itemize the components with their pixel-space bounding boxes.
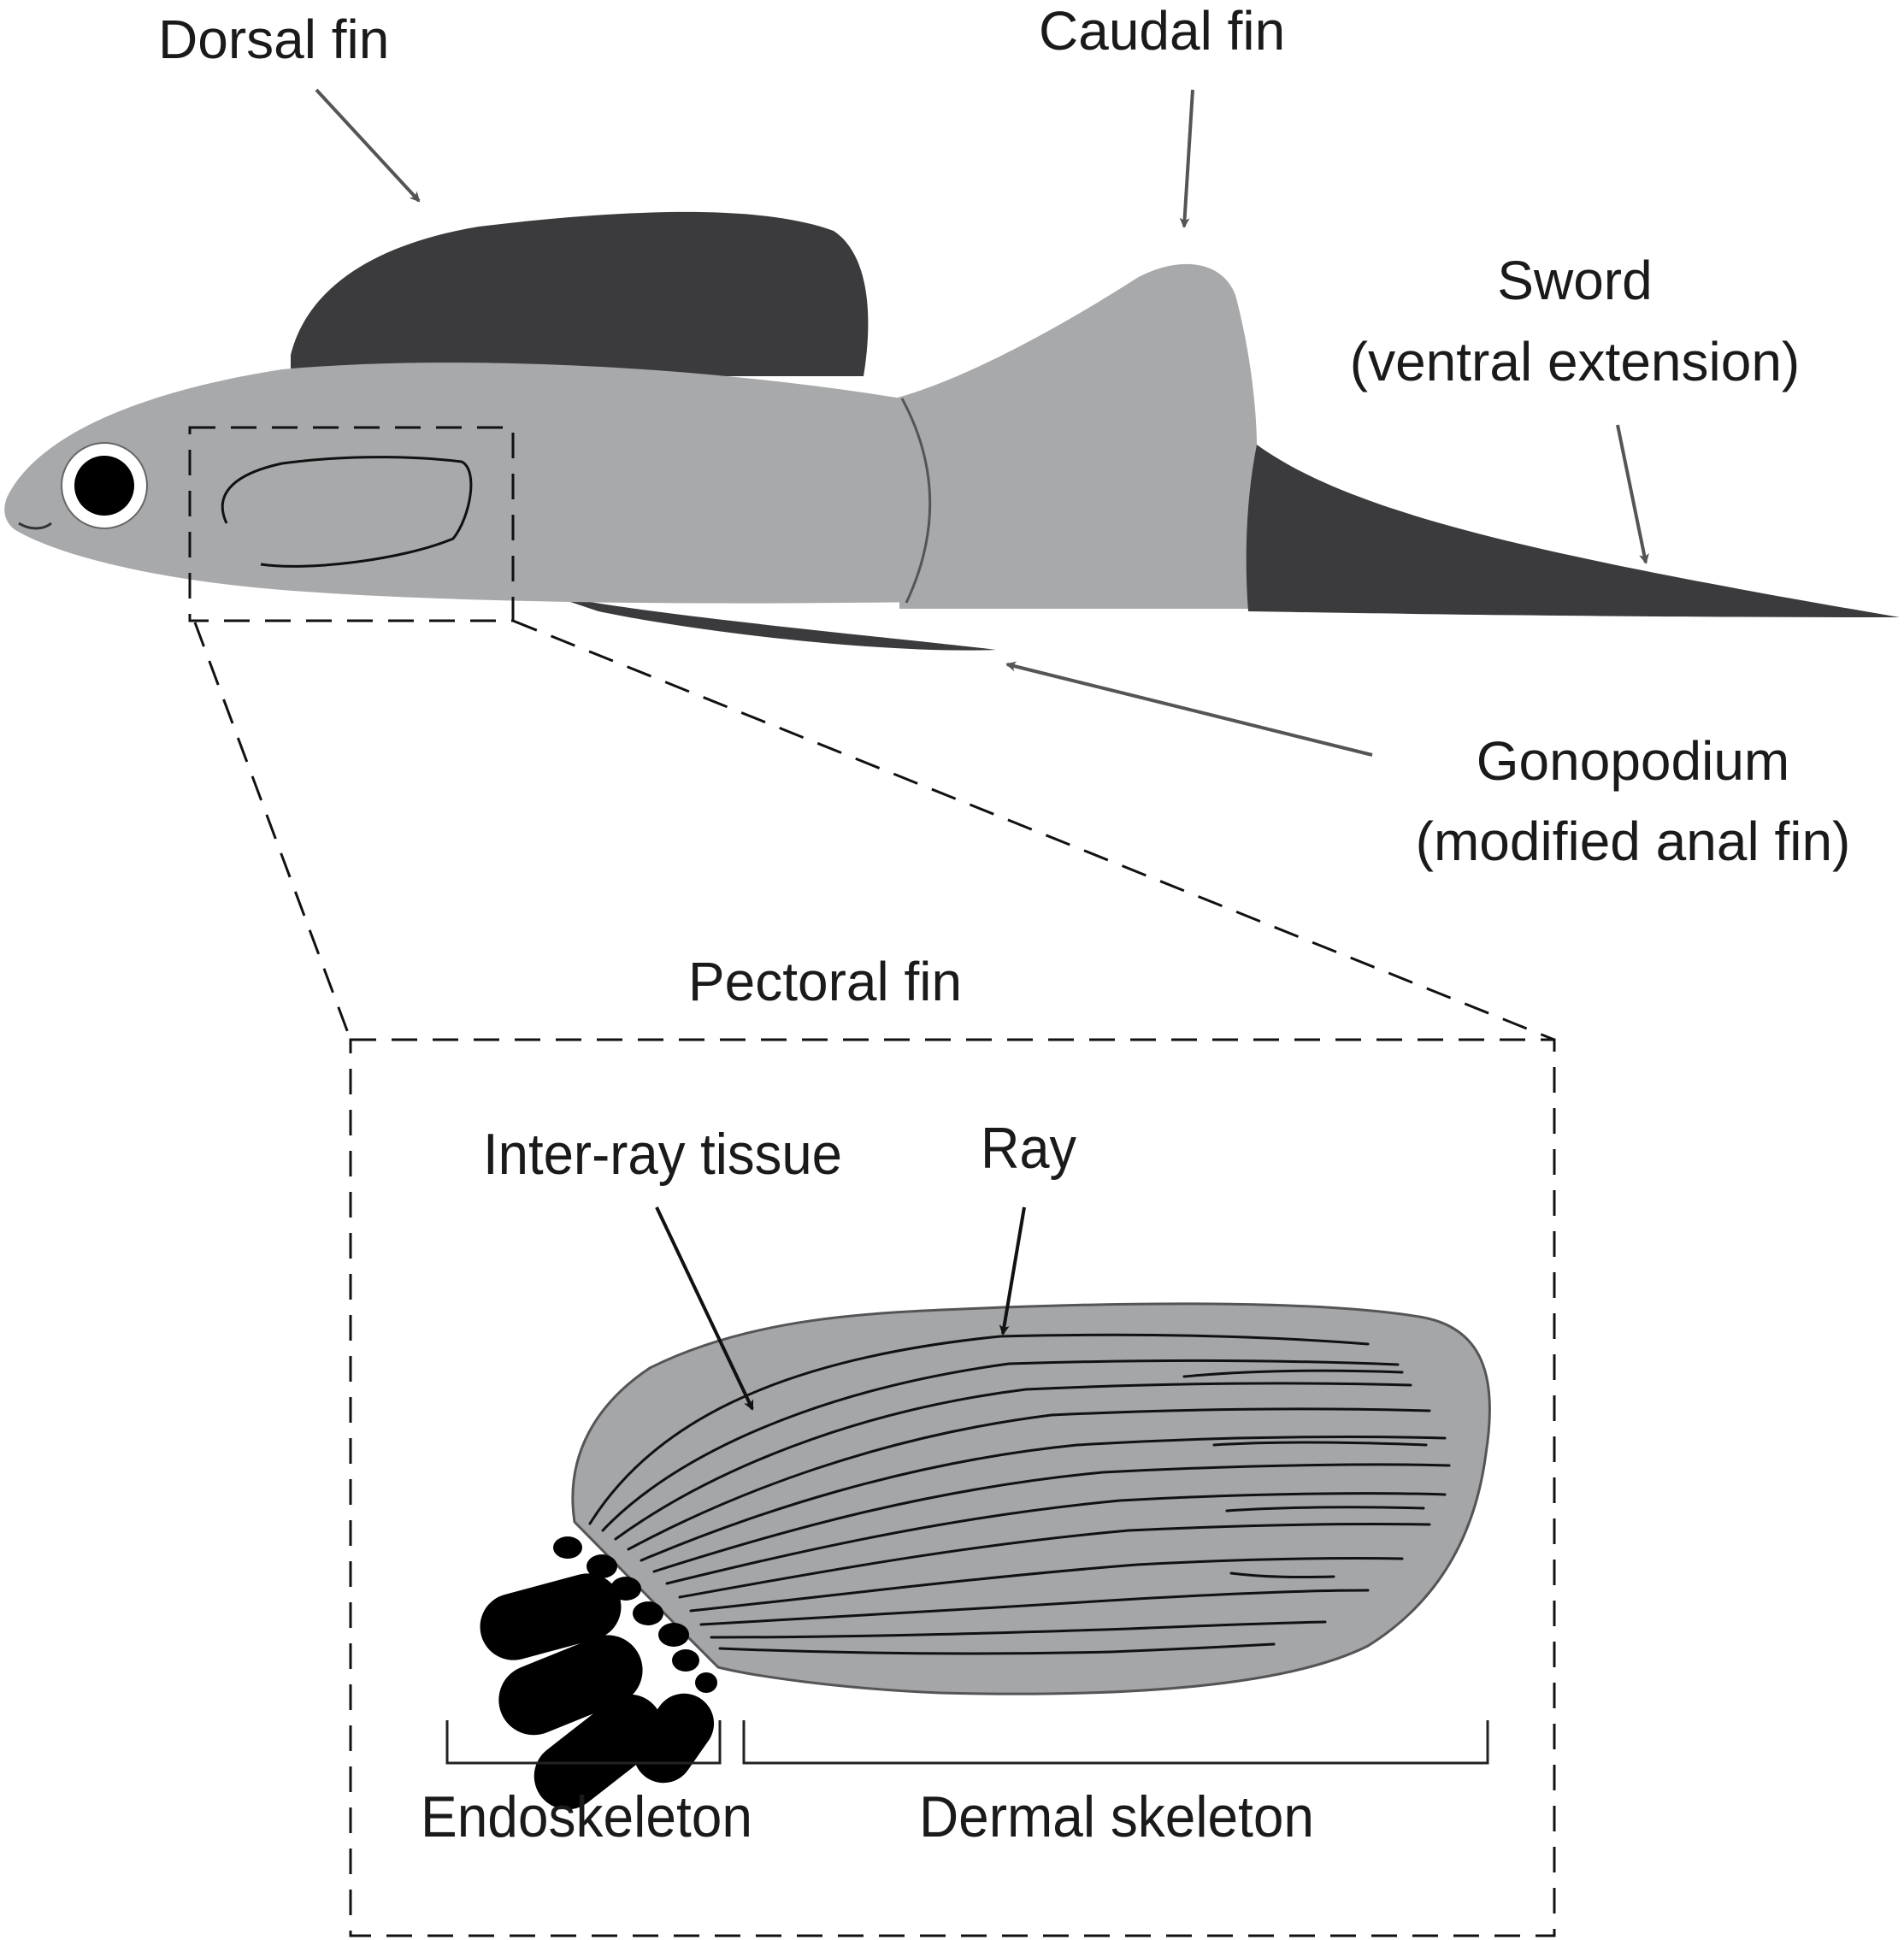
- zoom-indicator: [188, 426, 1556, 1937]
- sword-shape: [1246, 445, 1900, 617]
- eye-pupil: [74, 456, 134, 516]
- fin-ray: [652, 1463, 1451, 1573]
- zoom-source-box: [188, 426, 515, 622]
- fin-ray: [718, 1642, 1276, 1655]
- caudal-fin-arrow: [1179, 89, 1194, 228]
- caudal-fin-label: Caudal fin: [1039, 0, 1285, 62]
- zoom-line-left: [193, 622, 352, 1041]
- annotation-arrows: [315, 88, 1649, 1411]
- radial-bone: [633, 1693, 715, 1784]
- fin-ray-branch: [1225, 1506, 1425, 1512]
- distal-radial: [553, 1536, 582, 1559]
- skeleton-brackets: [445, 1720, 1489, 1765]
- fin-ray-branch: [1229, 1571, 1335, 1579]
- ray-label: Ray: [981, 1116, 1076, 1181]
- dorsal-fin-shape: [291, 211, 869, 376]
- ray-arrow: [999, 1206, 1026, 1336]
- sword-label-line2: (ventral extension): [1350, 331, 1800, 392]
- caudal-fin-shape: [898, 263, 1269, 609]
- pectoral-inset-box: [349, 1038, 1556, 1937]
- labels: Dorsal fin Caudal fin Sword (ventral ext…: [158, 0, 1850, 1849]
- radial-bone: [498, 1635, 643, 1736]
- pectoral-fin-enlarged: [480, 1302, 1491, 1810]
- gonopodium-shape: [547, 594, 996, 651]
- sword-label-line1: Sword: [1497, 250, 1652, 311]
- endoskeleton-bones: [480, 1536, 717, 1810]
- dermal-skeleton-label: Dermal skeleton: [919, 1784, 1314, 1849]
- fin-ray: [710, 1620, 1327, 1639]
- gonopodium-label-line2: (modified anal fin): [1416, 811, 1851, 872]
- inter-ray-tissue-label: Inter-ray tissue: [483, 1122, 842, 1187]
- zoom-line-right: [512, 619, 1555, 1041]
- distal-radial: [610, 1577, 641, 1601]
- pectoral-fin-outline: [221, 456, 473, 568]
- distal-radial: [658, 1623, 689, 1647]
- fish-illustration: [4, 211, 1900, 651]
- radial-bone: [480, 1573, 622, 1660]
- fin-ray: [588, 1333, 1370, 1525]
- pectoral-fin-label: Pectoral fin: [688, 951, 962, 1012]
- fin-ray: [665, 1492, 1447, 1585]
- endoskeleton-bracket: [445, 1720, 722, 1765]
- dorsal-fin-arrow: [315, 88, 421, 203]
- fin-ray-branch: [1212, 1441, 1428, 1447]
- fin-ray: [614, 1382, 1412, 1541]
- sword-arrow: [1616, 424, 1649, 564]
- fin-ray: [689, 1557, 1404, 1613]
- fin-ray: [601, 1359, 1400, 1532]
- gonopodium-arrow: [1005, 661, 1373, 757]
- fin-rays: [588, 1333, 1451, 1655]
- distal-radial: [633, 1601, 663, 1625]
- mouth-line: [18, 522, 52, 530]
- fin-ray-branch: [1182, 1369, 1404, 1378]
- fin-ray: [678, 1523, 1431, 1599]
- distal-radial: [672, 1649, 699, 1672]
- endoskeleton-label: Endoskeleton: [421, 1784, 752, 1849]
- peduncle-line: [900, 398, 932, 604]
- distal-radial: [695, 1672, 717, 1693]
- radial-bone: [533, 1694, 663, 1810]
- dorsal-fin-label: Dorsal fin: [158, 9, 389, 70]
- distal-radial: [587, 1554, 617, 1578]
- dermal-skeleton-bracket: [742, 1720, 1489, 1765]
- fin-membrane-shape: [571, 1302, 1491, 1695]
- fin-ray: [640, 1435, 1447, 1562]
- fin-ray: [699, 1589, 1370, 1626]
- inter-ray-tissue-arrow: [655, 1206, 754, 1411]
- gonopodium-label-line1: Gonopodium: [1477, 730, 1789, 792]
- fish-body-shape: [4, 363, 922, 604]
- fin-ray: [627, 1407, 1431, 1551]
